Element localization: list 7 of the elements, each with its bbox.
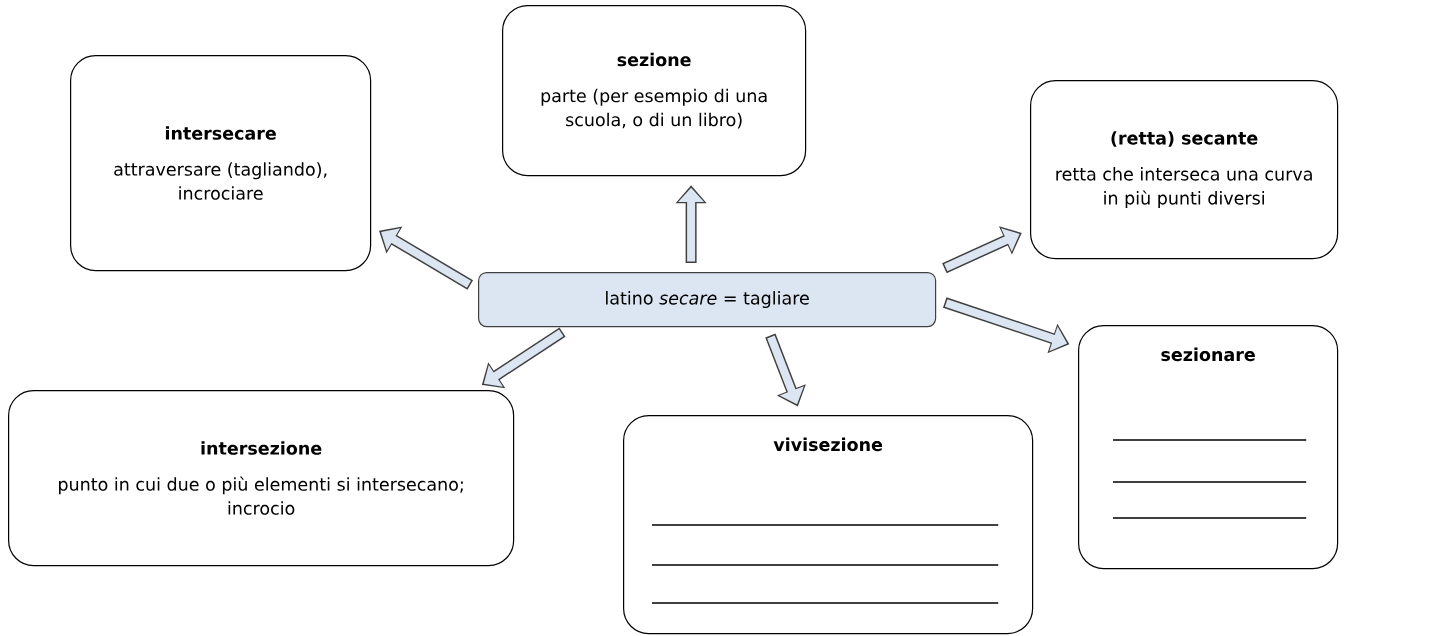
term-box: intersezione punto in cui due o più elementi si intersecano; incrocio [8, 390, 515, 567]
term-box: sezione parte (per esempio di una scuola, o di un libro) [502, 5, 807, 177]
term-box: sezionare [1078, 325, 1339, 570]
term-box: vivisezione [623, 415, 1034, 635]
term-box: intersecare attraversare (tagliando), incrociare [70, 55, 372, 272]
root-box: latino secare = tagliare [478, 272, 937, 328]
term-box: (retta) secante retta che interseca una curva in più punti diversi [1030, 80, 1339, 260]
